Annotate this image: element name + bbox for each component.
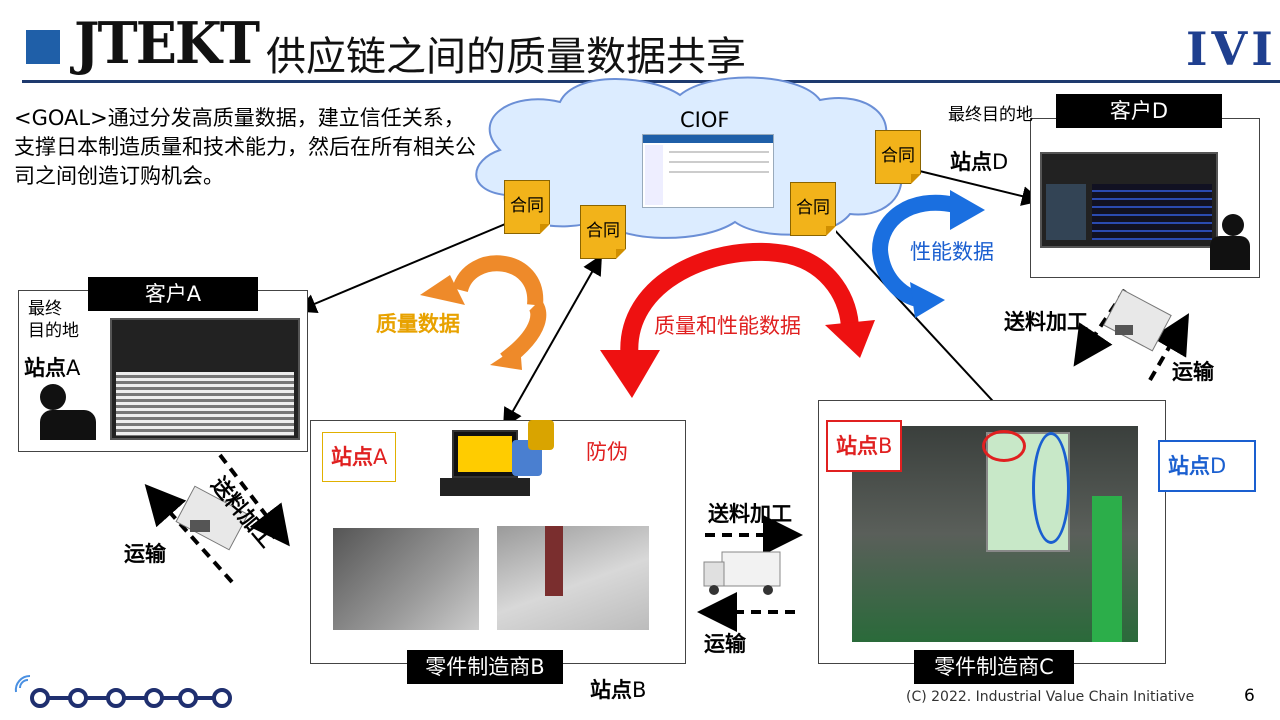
quality-data-label: 质量数据	[376, 312, 460, 336]
page-number: 6	[1244, 686, 1255, 706]
process-right-label: 送料加工	[1004, 310, 1088, 334]
machine-left-icon	[175, 485, 249, 551]
header-rule	[22, 80, 1280, 83]
user-icon-a	[40, 384, 66, 410]
measurement-photo	[333, 528, 479, 630]
user-icon-d	[1222, 214, 1244, 236]
supplier-b-callout: 站点A	[322, 432, 397, 482]
anti-counterfeit-label: 防伪	[586, 440, 628, 464]
customer-d-dest: 最终目的地	[948, 105, 1033, 125]
customer-d-station: 站点D	[950, 150, 1009, 174]
process-mid-label: 送料加工	[708, 502, 792, 526]
transport-left-label: 运输	[124, 542, 166, 566]
customer-a-label: 客户A	[88, 277, 258, 311]
supplier-c-callout-d: 站点D	[1158, 440, 1256, 492]
customer-d-label: 客户D	[1056, 94, 1222, 128]
header-square-icon	[26, 30, 60, 64]
ciof-screen	[642, 134, 774, 208]
customer-a-screen	[110, 318, 300, 440]
copyright: (C) 2022. Industrial Value Chain Initiat…	[906, 689, 1195, 705]
customer-a-dest: 最终 目的地	[28, 299, 79, 341]
lock-icon	[528, 420, 554, 450]
machine-right-icon	[1103, 288, 1172, 352]
chain-logo	[14, 674, 232, 708]
contract-icon-3: 合同	[790, 182, 836, 236]
ivi-logo: IVI	[1186, 22, 1277, 76]
contract-icon-1: 合同	[504, 180, 550, 234]
customer-a-station: 站点A	[24, 356, 81, 380]
page-title: 供应链之间的质量数据共享	[266, 34, 746, 80]
laptop-base-icon	[440, 478, 530, 496]
highlight-d-icon	[1032, 432, 1070, 544]
user-body-icon-d	[1210, 236, 1250, 270]
user-body-icon-a	[40, 410, 96, 440]
jtekt-logo: JTEKT	[74, 9, 260, 77]
supplier-c-callout-b: 站点B	[826, 420, 903, 472]
supplier-c-label: 零件制造商C	[914, 650, 1074, 684]
perf-data-label: 性能数据	[910, 240, 994, 264]
supplier-b-station: 站点B	[590, 678, 647, 702]
highlight-b-icon	[982, 430, 1026, 462]
customer-d-screen	[1040, 152, 1218, 248]
contract-icon-4: 合同	[875, 130, 921, 184]
quality-perf-data-label: 质量和性能数据	[654, 314, 801, 338]
truck-icon	[703, 551, 781, 595]
ciof-label: CIOF	[680, 108, 730, 132]
transport-mid-label: 运输	[704, 632, 746, 656]
marking-photo	[497, 526, 649, 630]
supplier-b-label: 零件制造商B	[407, 650, 563, 684]
goal-text: <GOAL>通过分发高质量数据，建立信任关系，支撑日本制造质量和技术能力，然后在…	[14, 106, 476, 188]
laptop-icon	[452, 430, 518, 478]
transport-right-label: 运输	[1172, 360, 1214, 384]
contract-icon-2: 合同	[580, 205, 626, 259]
